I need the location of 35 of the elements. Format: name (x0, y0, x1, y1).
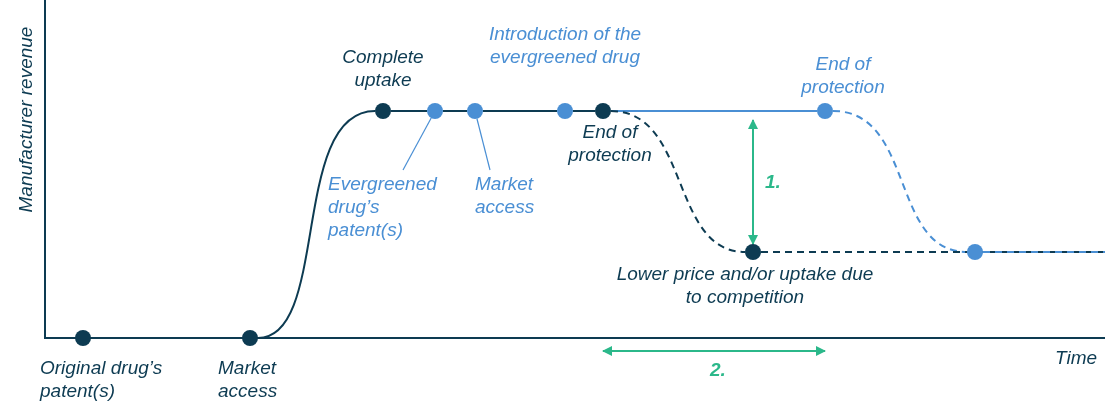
point-label: Original drug’s patent(s) (40, 356, 164, 402)
data-point (427, 103, 443, 119)
point-label: End of protection (800, 52, 886, 98)
curve-line (572, 110, 596, 112)
data-point (595, 103, 611, 119)
curve-line (442, 110, 468, 112)
leader-line (476, 118, 491, 171)
dimension-label: 1. (765, 170, 781, 193)
point-label: Complete uptake (341, 45, 425, 91)
point-label: Market access (218, 356, 279, 402)
data-point (467, 103, 483, 119)
leader-line (402, 117, 432, 171)
axis-title: Manufacturer revenue (13, 25, 37, 215)
data-point (967, 244, 983, 260)
curve-line (760, 251, 1105, 253)
point-label: End of protection (567, 120, 653, 166)
curve-line (90, 337, 243, 339)
curve-line (390, 110, 428, 112)
point-label: Introduction of the evergreened drug (487, 22, 643, 68)
callout-label: Market access (475, 172, 560, 218)
data-point (242, 330, 258, 346)
curve-line (482, 110, 558, 112)
curve-line (610, 110, 746, 253)
callout-label: Evergreened drug’s patent(s) (328, 172, 456, 241)
data-point (557, 103, 573, 119)
curve-line (982, 251, 1105, 253)
curve-line (832, 110, 968, 253)
axis-title: Time (1055, 346, 1098, 369)
data-point (745, 244, 761, 260)
point-label: Lower price and/or uptake due to competition (615, 262, 875, 308)
data-point (375, 103, 391, 119)
curve-line (257, 110, 376, 339)
data-point (817, 103, 833, 119)
dimension-label: 2. (710, 358, 726, 381)
data-point (75, 330, 91, 346)
